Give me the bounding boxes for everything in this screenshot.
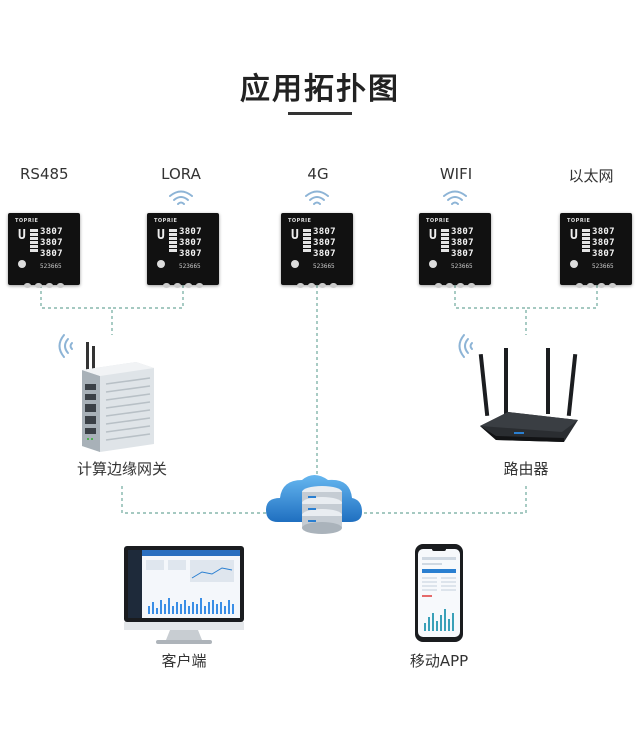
meter-reading: 3807 xyxy=(451,227,474,237)
meter-symbol: U xyxy=(429,228,437,243)
link-router-cloud xyxy=(356,486,527,514)
protocol-label-rs485: RS485 xyxy=(20,165,69,183)
meter-reading: 3807 xyxy=(451,238,474,248)
meter-reading: 3807 xyxy=(592,227,615,237)
meter-reading: 3807 xyxy=(313,238,336,248)
power-meter-wifi: TOPRIE U 3807 3807 3807 523665 xyxy=(419,213,491,288)
power-meter-rs485: TOPRIE U 3807 3807 3807 523665 xyxy=(8,213,80,288)
meter-dial-icon xyxy=(570,260,578,268)
meter-reading: 3807 xyxy=(592,249,615,259)
meter-reading: 3807 xyxy=(40,238,63,248)
client-monitor-icon xyxy=(124,546,244,644)
mobile-app-label: 移动APP xyxy=(409,652,469,670)
meter-dial-icon xyxy=(18,260,26,268)
client-label: 客户端 xyxy=(161,652,207,670)
wifi-icon xyxy=(305,190,329,205)
meter-dial-icon xyxy=(291,260,299,268)
link-wifi xyxy=(454,285,526,309)
meter-brand: TOPRIE xyxy=(288,218,312,224)
title-underline xyxy=(288,112,352,115)
meter-dial-icon xyxy=(157,260,165,268)
meter-reading: 3807 xyxy=(313,227,336,237)
meter-energy: 523665 xyxy=(592,263,614,270)
link-ethernet xyxy=(525,285,598,335)
meter-reading: 3807 xyxy=(179,249,202,259)
meter-symbol: U xyxy=(291,228,299,243)
meter-brand: TOPRIE xyxy=(567,218,591,224)
power-meter-lora: TOPRIE U 3807 3807 3807 523665 xyxy=(147,213,219,288)
wifi-icon xyxy=(58,334,73,358)
meter-reading: 3807 xyxy=(40,227,63,237)
meter-reading: 3807 xyxy=(179,227,202,237)
link-rs485 xyxy=(40,285,112,309)
protocol-label-4g: 4G xyxy=(307,165,329,183)
wifi-icon xyxy=(169,190,193,205)
meter-energy: 523665 xyxy=(179,263,201,270)
cloud-database-icon xyxy=(266,475,362,534)
meter-energy: 523665 xyxy=(40,263,62,270)
meter-brand: TOPRIE xyxy=(15,218,39,224)
meter-energy: 523665 xyxy=(313,263,335,270)
meter-symbol: U xyxy=(157,228,165,243)
wifi-icon xyxy=(443,190,467,205)
page-title: 应用拓扑图 xyxy=(240,72,400,107)
edge-gateway-icon xyxy=(82,342,154,452)
meter-symbol: U xyxy=(18,228,26,243)
protocol-label-ethernet: 以太网 xyxy=(568,167,614,185)
power-meter-ethernet: TOPRIE U 3807 3807 3807 523665 xyxy=(560,213,632,288)
wifi-icon xyxy=(458,334,473,358)
meter-brand: TOPRIE xyxy=(154,218,178,224)
link-gateway-cloud xyxy=(121,486,270,514)
protocol-label-lora: LORA xyxy=(161,165,201,183)
meter-symbol: U xyxy=(570,228,578,243)
meter-brand: TOPRIE xyxy=(426,218,450,224)
mobile-phone-icon xyxy=(415,544,463,642)
link-lora xyxy=(111,285,184,335)
router-icon xyxy=(478,348,578,442)
meter-energy: 523665 xyxy=(451,263,473,270)
protocol-label-wifi: WIFI xyxy=(439,165,473,183)
router-label: 路由器 xyxy=(503,460,549,478)
meter-reading: 3807 xyxy=(451,249,474,259)
meter-reading: 3807 xyxy=(40,249,63,259)
gateway-label: 计算边缘网关 xyxy=(76,460,167,478)
meter-reading: 3807 xyxy=(179,238,202,248)
power-meter-4g: TOPRIE U 3807 3807 3807 523665 xyxy=(281,213,353,288)
meter-reading: 3807 xyxy=(313,249,336,259)
meter-dial-icon xyxy=(429,260,437,268)
meter-reading: 3807 xyxy=(592,238,615,248)
